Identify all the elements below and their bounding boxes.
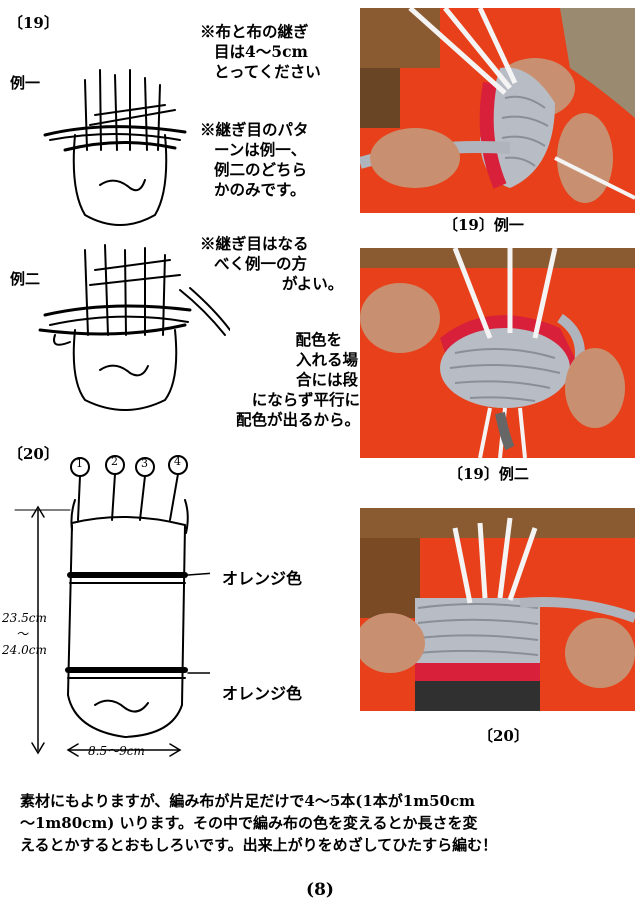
sketch-section-20: [14, 455, 210, 757]
photo-19-example-1: [360, 8, 635, 213]
note-2-line-4: かのみです。: [214, 180, 306, 199]
note-2: ※継ぎ目のパタ ーンは例一、 例二のどちら かのみです。: [200, 120, 360, 200]
section-20-label: 〔20〕: [8, 445, 59, 463]
height-dimension-line-2: ～: [15, 627, 28, 641]
strand-number-1: 1: [76, 457, 83, 470]
example-2-label: 例二: [10, 270, 41, 288]
note-2-line-3: 例二のどちら: [214, 160, 308, 179]
height-dimension: 23.5cm ～ 24.0cm: [2, 610, 47, 658]
note-1: ※布と布の継ぎ 目は4～5cm とってください: [200, 22, 360, 82]
strand-number-2: 2: [111, 455, 118, 468]
page-number: (8): [306, 880, 334, 900]
note-1-line-3: とってください: [214, 62, 321, 81]
note-3: ※継ぎ目はなる べく例一の方 がよい。: [200, 234, 360, 294]
photo-20: [360, 508, 635, 711]
footer-line-2: ～1m80cm) いります。その中で編み布の色を変えるとか長さを変: [20, 814, 478, 832]
orange-label-1: オレンジ色: [222, 569, 303, 588]
section-19-label: 〔19〕: [8, 14, 59, 32]
caption-photo-1: 〔19〕例一: [443, 216, 524, 234]
photo-19-example-2: [360, 248, 635, 458]
note-3-line-1: ※継ぎ目はなる: [200, 234, 309, 253]
note-4: 配色を 入れる場 合には段 にならず平行に 配色が出るから。: [210, 330, 360, 430]
note-4-line-2: 入れる場: [295, 350, 358, 369]
note-4-line-5: 配色が出るから。: [235, 410, 360, 429]
note-1-line-1: ※布と布の継ぎ: [200, 22, 309, 41]
note-4-line-3: 合には段: [295, 370, 358, 389]
footer-line-1: 素材にもよりますが、編み布が片足だけで4～5本(1本が1m50cm: [20, 792, 475, 810]
height-dimension-line-3: 24.0cm: [2, 643, 47, 657]
example-1-label: 例一: [10, 74, 41, 92]
note-2-line-1: ※継ぎ目のパタ: [200, 120, 309, 139]
footer-paragraph: 素材にもよりますが、編み布が片足だけで4～5本(1本が1m50cm ～1m80c…: [20, 790, 630, 856]
footer-line-3: えるとかするとおもしろいです。出来上がりをめざしてひたすら編む！: [20, 836, 498, 854]
note-3-line-2: べく例一の方: [214, 254, 308, 273]
width-dimension: 8.5～9cm: [88, 744, 145, 758]
note-3-line-3: がよい。: [282, 274, 344, 293]
caption-photo-3: 〔20〕: [478, 727, 529, 745]
strand-number-4: 4: [174, 455, 181, 468]
height-dimension-line-1: 23.5cm: [2, 611, 47, 625]
note-2-line-2: ーンは例一、: [214, 140, 307, 159]
caption-photo-2: 〔19〕例二: [448, 465, 529, 483]
sketch-example-1: [43, 69, 187, 226]
note-4-line-1: 配色を: [295, 330, 342, 349]
orange-label-2: オレンジ色: [222, 684, 303, 703]
strand-number-3: 3: [141, 457, 148, 470]
sketch-example-2: [38, 244, 230, 411]
note-4-line-4: にならず平行に: [251, 390, 360, 409]
note-1-line-2: 目は4～5cm: [214, 42, 308, 61]
